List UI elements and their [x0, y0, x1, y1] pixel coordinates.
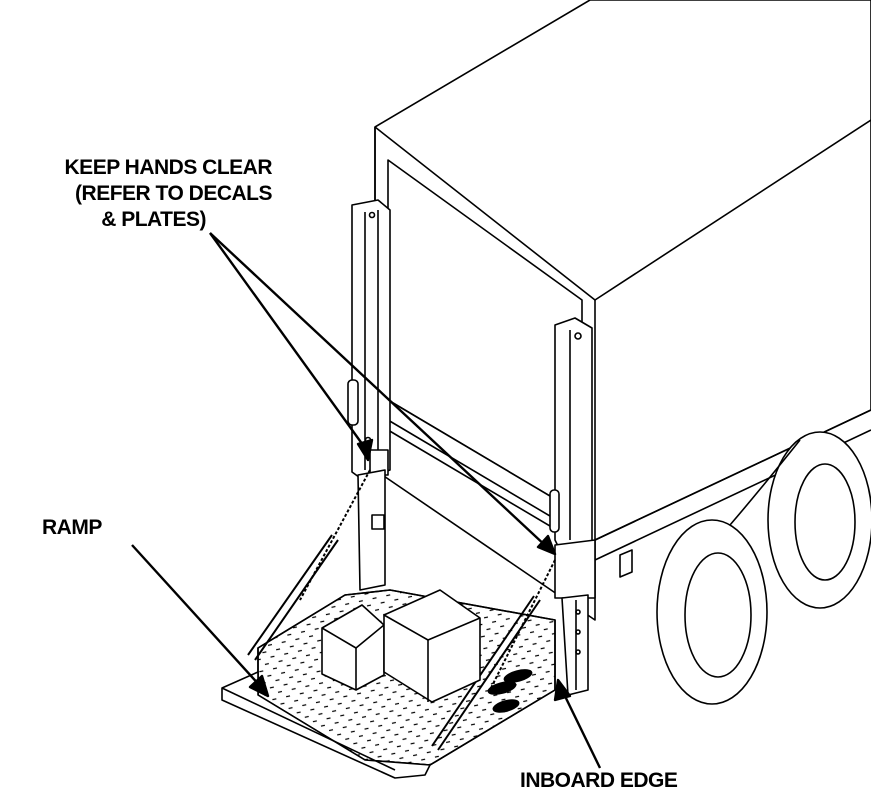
- lift-chains: [247, 469, 556, 751]
- right-column: [549, 317, 596, 696]
- cargo-boxes: [321, 589, 481, 703]
- keep-hands-line3: & PLATES): [101, 208, 206, 231]
- left-column: [347, 199, 391, 591]
- truck-wheels: [619, 431, 871, 705]
- keep-hands-line2: (REFER TO DECALS: [75, 182, 272, 205]
- keep-hands-clear-label: KEEP HANDS CLEAR (REFER TO DECALS & PLAT…: [2, 155, 273, 233]
- ramp-label: RAMP: [42, 516, 102, 539]
- callout-arrows: [131, 232, 602, 769]
- inboard-edge-label: INBOARD EDGE: [520, 769, 678, 792]
- keep-hands-line1: KEEP HANDS CLEAR: [64, 156, 273, 179]
